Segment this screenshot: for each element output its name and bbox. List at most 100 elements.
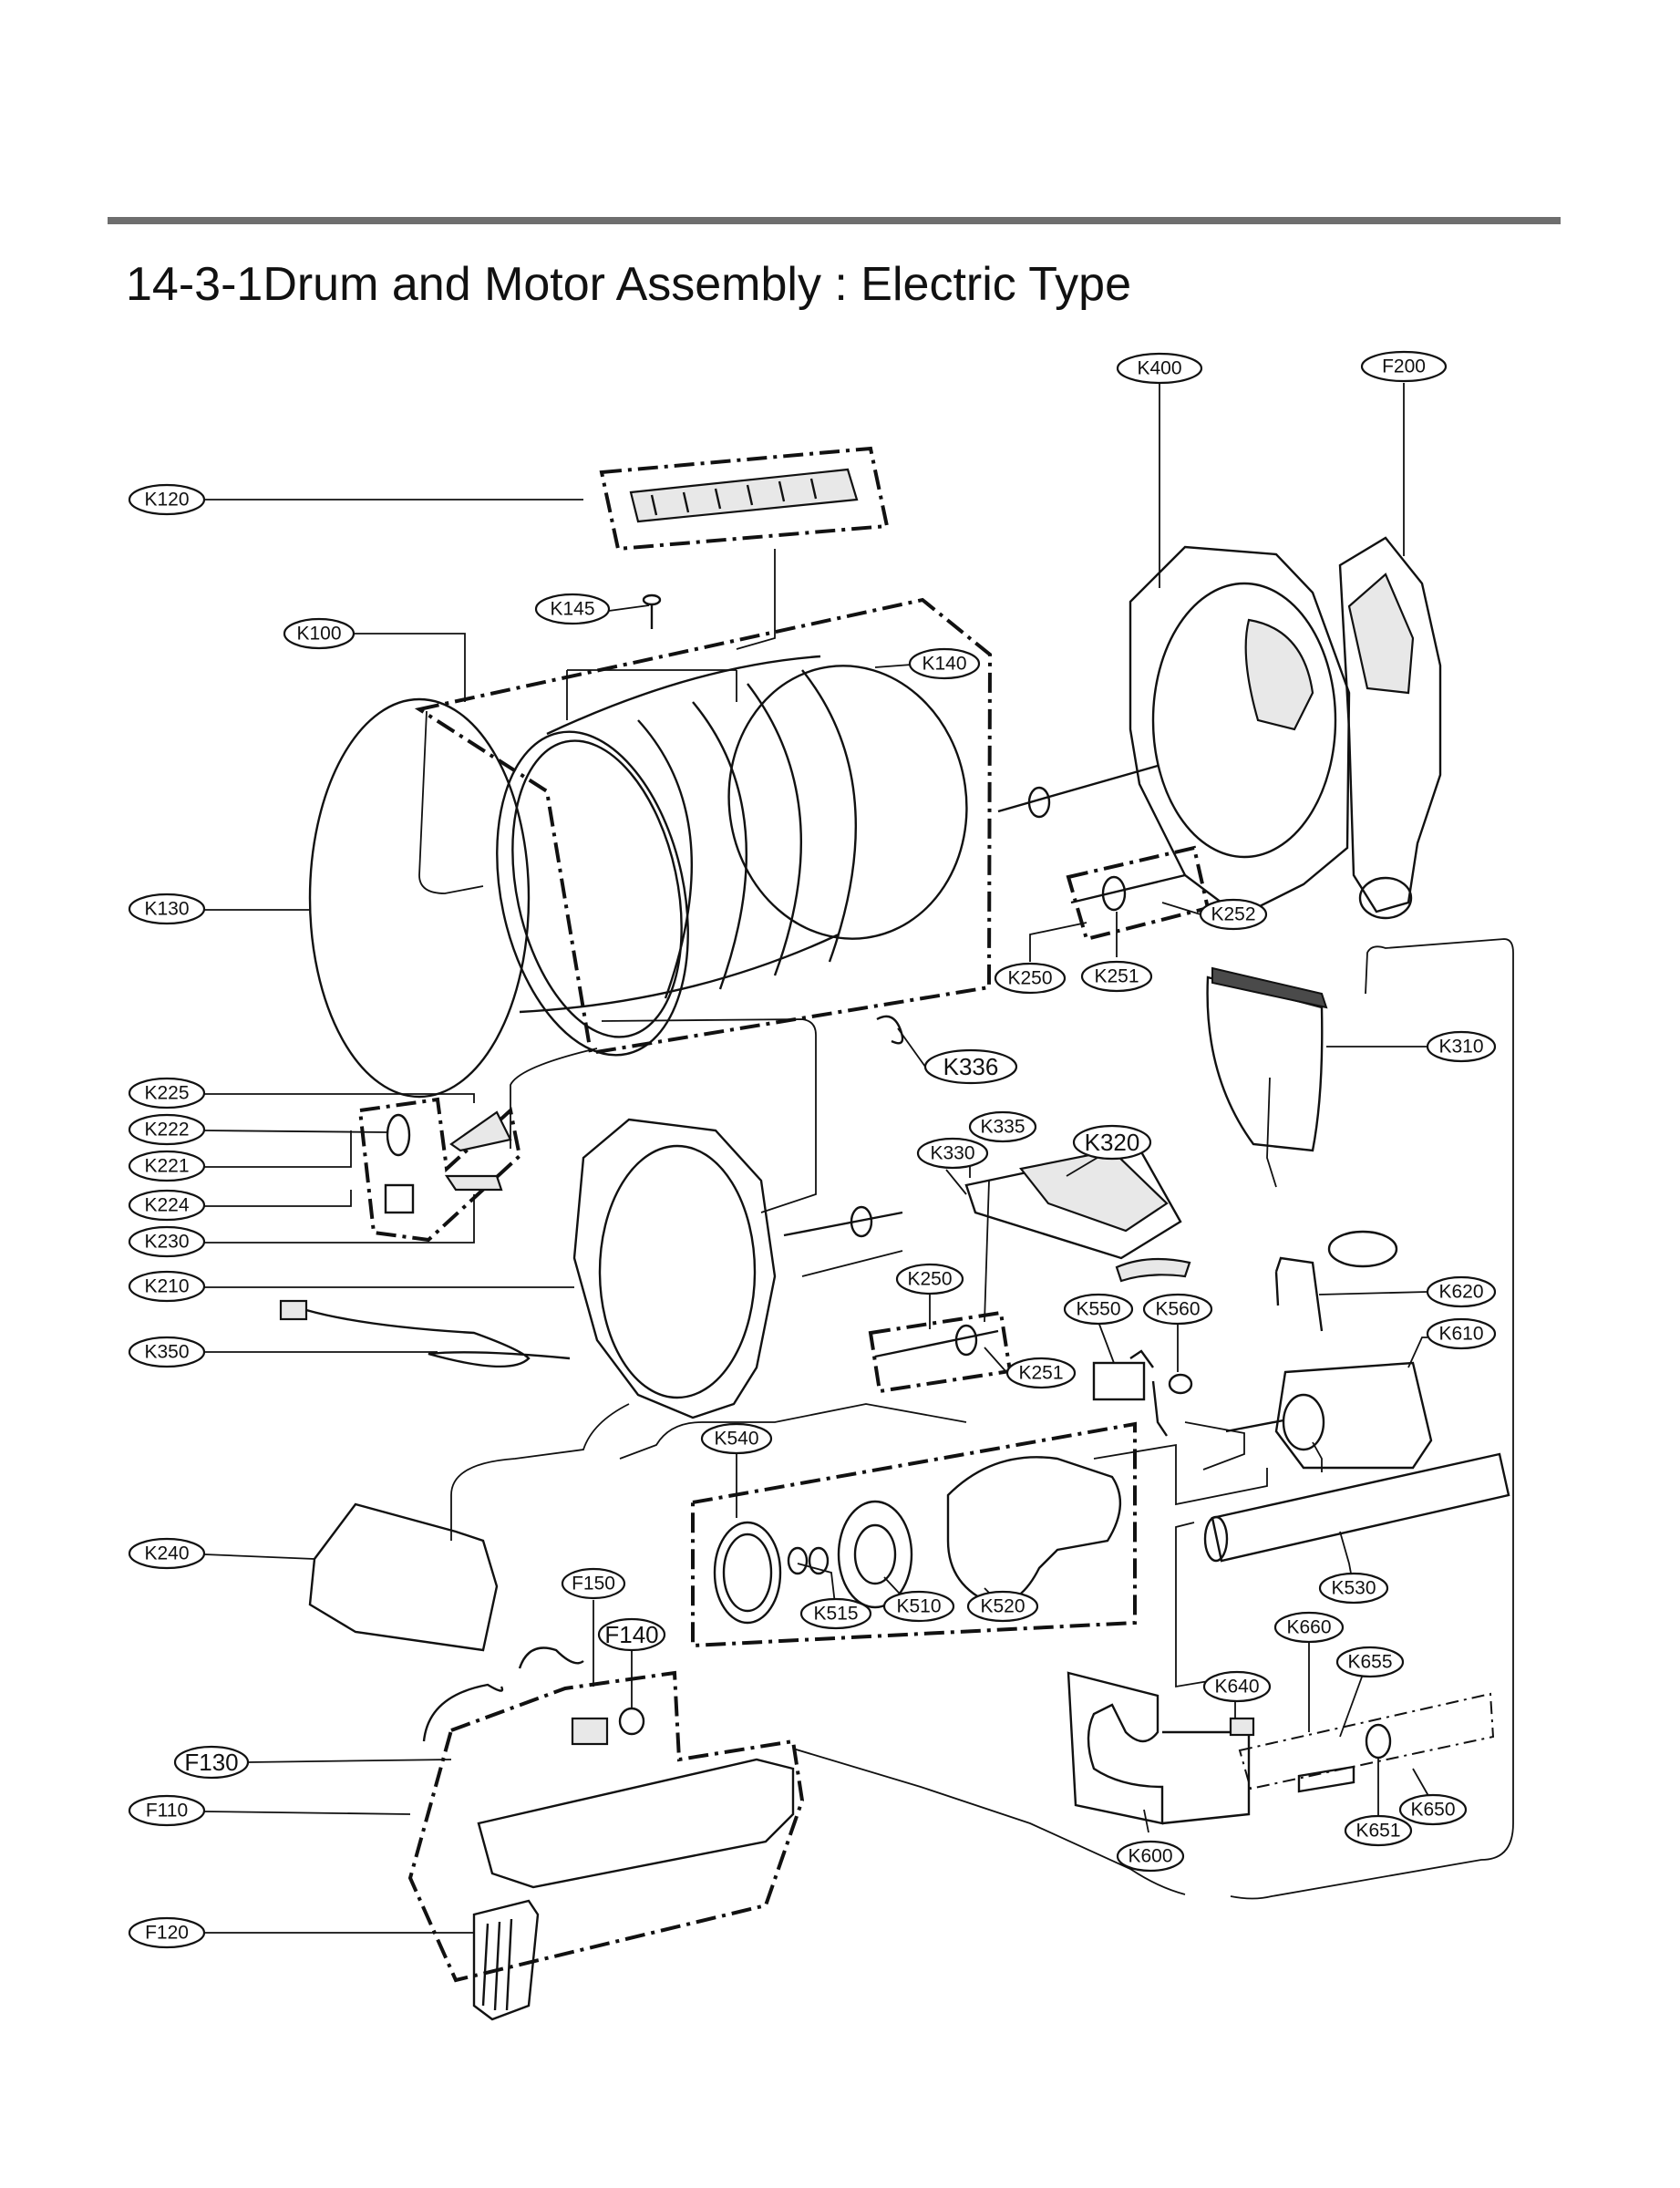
svg-text:F200: F200	[1382, 356, 1426, 377]
blower-group-outline	[691, 1421, 1137, 1648]
k400-rear-bulkhead	[1129, 545, 1351, 913]
k530-duct-pipe	[1203, 1452, 1510, 1563]
svg-text:F130: F130	[184, 1749, 238, 1776]
svg-text:K222: K222	[144, 1120, 189, 1140]
svg-text:K335: K335	[980, 1117, 1025, 1138]
k350-wire-harness	[279, 1299, 571, 1368]
group-outlines	[357, 446, 1495, 1983]
svg-text:K530: K530	[1331, 1578, 1376, 1599]
blank-callout-oval	[1327, 1230, 1398, 1268]
svg-text:K140: K140	[922, 654, 966, 675]
svg-text:K620: K620	[1438, 1282, 1483, 1303]
svg-text:K400: K400	[1137, 358, 1181, 379]
callout-f200: F200	[1360, 350, 1448, 383]
callout-k350: K350	[128, 1336, 206, 1368]
k250-lower-shaft	[783, 1205, 999, 1358]
svg-text:F140: F140	[604, 1621, 658, 1648]
callout-f150: F150	[561, 1567, 626, 1600]
callout-k655: K655	[1335, 1646, 1405, 1678]
callout-k130: K130	[128, 893, 206, 925]
svg-text:K250: K250	[907, 1269, 952, 1290]
callout-k550: K550	[1063, 1293, 1134, 1326]
callout-k620: K620	[1426, 1275, 1497, 1308]
svg-text:F110: F110	[146, 1801, 188, 1822]
svg-text:K252: K252	[1211, 904, 1255, 925]
k120-vent-grille	[629, 468, 859, 523]
callout-k251-lower: K251	[1005, 1357, 1077, 1389]
svg-text:K640: K640	[1214, 1677, 1259, 1698]
k210-front-bulkhead	[572, 1118, 777, 1419]
svg-text:K240: K240	[144, 1543, 189, 1564]
callout-k650: K650	[1398, 1793, 1468, 1826]
svg-text:K510: K510	[896, 1596, 941, 1617]
callout-k640: K640	[1202, 1670, 1272, 1703]
header-rule	[108, 217, 1561, 224]
callout-k221: K221	[128, 1150, 206, 1182]
svg-text:K320: K320	[1085, 1129, 1140, 1156]
svg-text:K221: K221	[144, 1156, 189, 1177]
callout-k145: K145	[534, 593, 611, 625]
callout-k660: K660	[1273, 1611, 1345, 1644]
k240-cover	[308, 1502, 499, 1652]
callout-k252: K252	[1199, 898, 1268, 931]
callout-k610: K610	[1426, 1317, 1497, 1350]
svg-text:K310: K310	[1438, 1037, 1483, 1058]
svg-text:K600: K600	[1128, 1846, 1172, 1867]
k600-base-assembly	[1067, 1671, 1251, 1825]
svg-text:F150: F150	[572, 1574, 615, 1595]
k320-filter-housing	[964, 1147, 1182, 1260]
callout-k520: K520	[966, 1590, 1039, 1623]
heater-wires	[422, 1646, 584, 1742]
callout-k600: K600	[1116, 1840, 1185, 1873]
callout-k251-upper: K251	[1080, 960, 1153, 993]
svg-text:K610: K610	[1438, 1324, 1483, 1345]
callout-k515: K515	[799, 1597, 872, 1630]
callout-k330: K330	[916, 1137, 989, 1170]
parts	[279, 468, 1510, 2021]
k100-drum	[496, 655, 968, 1057]
callout-k510: K510	[882, 1590, 955, 1623]
callout-k335: K335	[968, 1110, 1037, 1143]
k336-spring	[876, 1015, 904, 1045]
k130-drum-seal	[308, 697, 531, 1099]
k650-parts	[1229, 1717, 1392, 1793]
f200-exhaust-duct	[1338, 536, 1442, 920]
callout-k336: K336	[923, 1048, 1018, 1085]
callout-labels: K400 F200 K120 K145 K100 K140 K130 K252 …	[128, 350, 1497, 1949]
callout-k530: K530	[1318, 1572, 1389, 1605]
svg-text:K550: K550	[1076, 1299, 1120, 1320]
svg-text:K120: K120	[144, 490, 189, 511]
k650-group-outline	[1238, 1692, 1495, 1791]
svg-text:K225: K225	[144, 1083, 189, 1104]
svg-text:K330: K330	[930, 1143, 974, 1164]
svg-text:K515: K515	[813, 1604, 858, 1625]
callout-k400: K400	[1116, 352, 1203, 385]
svg-text:K655: K655	[1347, 1652, 1392, 1673]
lamp-group-outline	[357, 1097, 522, 1243]
k250-upper-group-outline	[1066, 845, 1211, 942]
svg-text:K250: K250	[1007, 968, 1052, 989]
callout-k222: K222	[128, 1113, 206, 1146]
callout-k540: K540	[700, 1422, 773, 1455]
k610-motor	[1225, 1361, 1433, 1470]
svg-text:K520: K520	[980, 1596, 1025, 1617]
svg-text:F120: F120	[145, 1923, 189, 1944]
svg-text:K660: K660	[1286, 1617, 1331, 1638]
svg-text:K230: K230	[144, 1232, 189, 1253]
filter-seal	[1115, 1257, 1191, 1283]
callout-k560: K560	[1142, 1293, 1213, 1326]
callout-k225: K225	[128, 1077, 206, 1109]
svg-text:K560: K560	[1155, 1299, 1200, 1320]
k250-upper-shaft	[997, 764, 1186, 912]
blower-parts	[713, 1456, 1122, 1625]
callout-k651: K651	[1344, 1814, 1413, 1847]
svg-text:K540: K540	[714, 1429, 758, 1450]
svg-text:K251: K251	[1094, 966, 1139, 987]
callout-k120: K120	[128, 483, 206, 516]
svg-text:K130: K130	[144, 899, 189, 920]
callout-k210: K210	[128, 1270, 206, 1303]
svg-text:K224: K224	[144, 1195, 189, 1216]
callout-k250-lower: K250	[895, 1263, 964, 1295]
k550-k560-sensors	[1092, 1349, 1193, 1437]
